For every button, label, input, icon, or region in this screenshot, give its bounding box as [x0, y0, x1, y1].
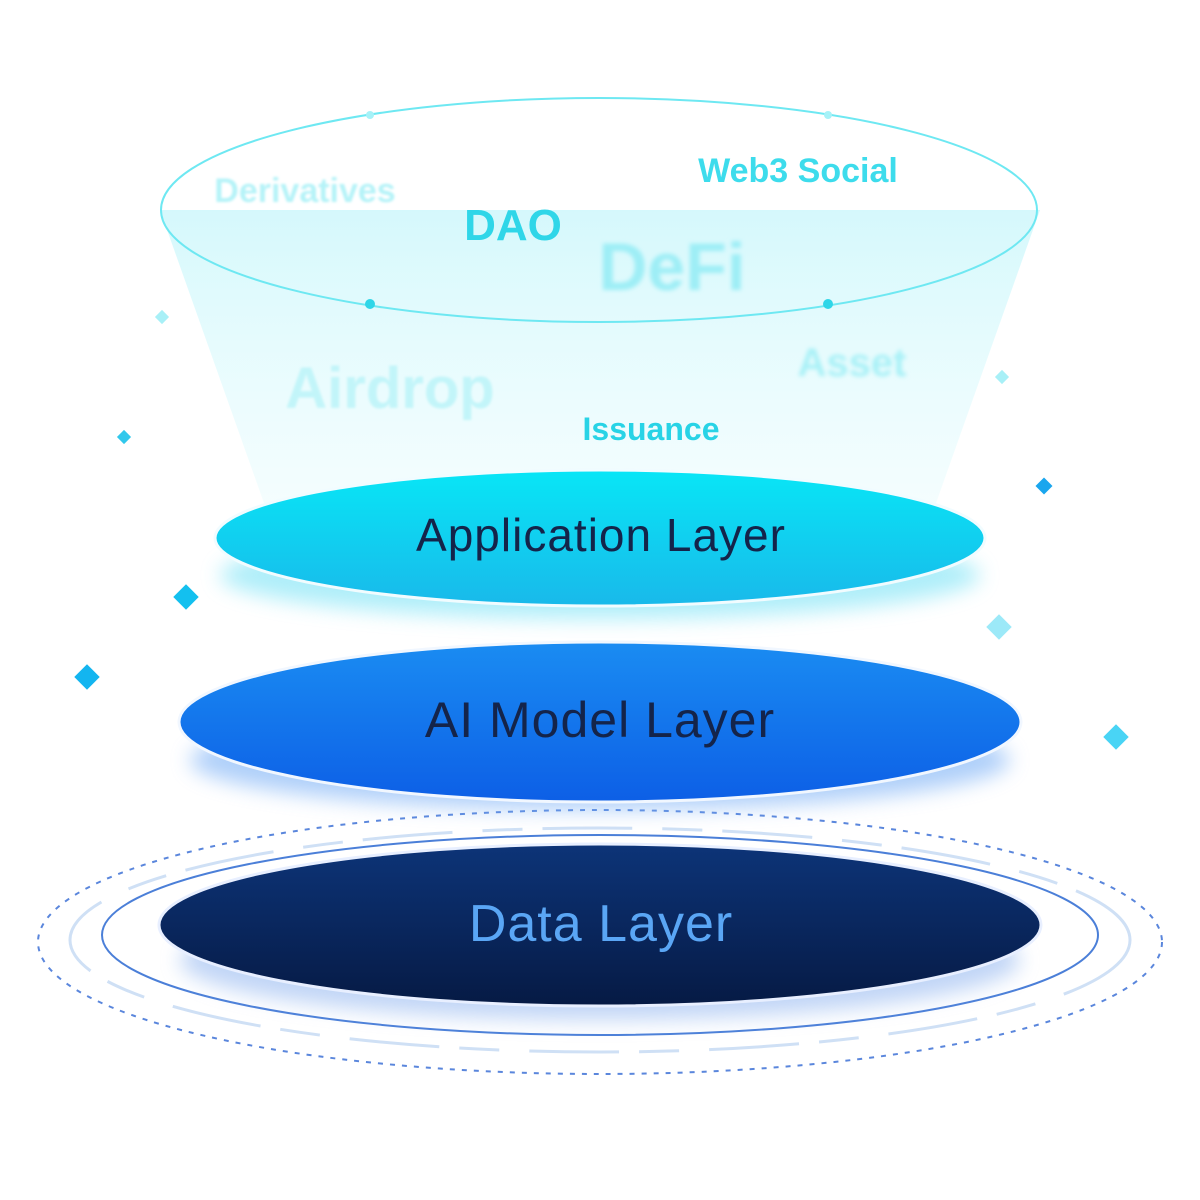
- keyword-issuance: Issuance: [583, 411, 720, 447]
- keyword-asset: Asset: [798, 341, 907, 385]
- keyword-dao: DAO: [464, 201, 562, 250]
- data-layer-label: Data Layer: [469, 895, 733, 953]
- light-beam: [160, 210, 1040, 520]
- data-layer-disc: [157, 842, 1043, 1008]
- decorative-diamonds: [74, 309, 1129, 750]
- ring-node-dot: [365, 299, 375, 309]
- ring-node-dot: [824, 111, 832, 119]
- application-layer-label: Application Layer: [416, 509, 786, 561]
- top-ring: [160, 97, 1038, 323]
- ring-node-dot: [823, 299, 833, 309]
- keyword-web3-social: Web3 Social: [698, 152, 898, 190]
- application-layer-disc: [213, 468, 987, 608]
- keyword-airdrop: Airdrop: [285, 356, 494, 421]
- ai-model-layer-label: AI Model Layer: [425, 692, 775, 748]
- keyword-derivatives: Derivatives: [214, 172, 395, 210]
- keyword-defi: DeFi: [598, 229, 745, 305]
- ai-model-layer-disc: [177, 640, 1023, 804]
- data-layer-orbits: [37, 809, 1163, 1075]
- ring-node-dot: [366, 111, 374, 119]
